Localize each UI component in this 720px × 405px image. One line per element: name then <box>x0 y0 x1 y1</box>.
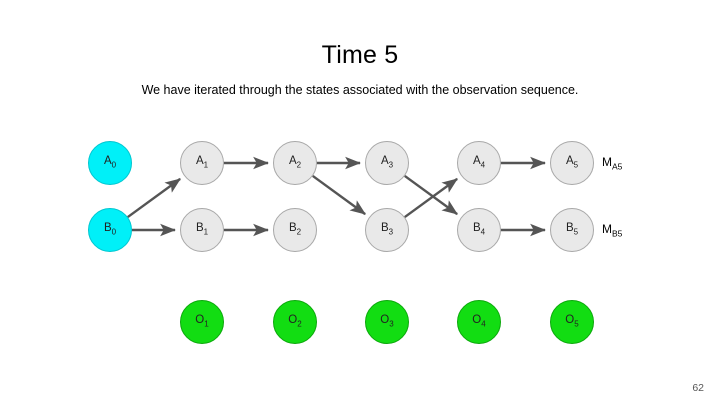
node-label-subscript: 5 <box>573 160 579 170</box>
edge-a2-to-b3 <box>312 174 366 216</box>
node-a2[interactable]: A2 <box>273 141 317 185</box>
node-label-subscript: 2 <box>296 227 302 237</box>
node-label: B5 <box>565 222 579 237</box>
node-label-base: B <box>565 222 574 235</box>
node-a1[interactable]: A1 <box>180 141 224 185</box>
node-b5[interactable]: B5 <box>550 208 594 252</box>
node-label: A5 <box>565 155 579 170</box>
row-end-label-a: MA5 <box>602 155 622 171</box>
node-label-subscript: 4 <box>480 227 486 237</box>
node-label-base: B <box>195 222 204 235</box>
node-label: O1 <box>195 314 209 329</box>
row-end-label-subscript: A5 <box>612 161 623 172</box>
node-label: A0 <box>103 155 117 170</box>
node-label-base: A <box>288 155 297 168</box>
node-label-subscript: 5 <box>574 319 579 329</box>
node-label-base: A <box>380 155 389 168</box>
node-label-subscript: 0 <box>111 160 117 170</box>
node-label-subscript: 3 <box>388 160 394 170</box>
node-label-base: B <box>380 222 389 235</box>
node-label-base: A <box>103 155 112 168</box>
node-label-subscript: 1 <box>203 227 209 237</box>
node-label-subscript: 3 <box>388 227 394 237</box>
node-label: A1 <box>195 155 209 170</box>
row-end-label-subscript: B5 <box>612 228 623 239</box>
row-end-label-b: MB5 <box>602 222 622 238</box>
node-label: B1 <box>195 222 209 237</box>
node-b4[interactable]: B4 <box>457 208 501 252</box>
node-label: B4 <box>472 222 486 237</box>
node-label-subscript: 4 <box>481 319 486 329</box>
node-label-base: O <box>380 314 390 327</box>
node-label: O4 <box>472 314 486 329</box>
node-label-base: O <box>565 314 575 327</box>
node-a3[interactable]: A3 <box>365 141 409 185</box>
edge-a3-to-b4 <box>404 174 458 216</box>
node-label-base: O <box>472 314 482 327</box>
node-label-subscript: 4 <box>480 160 486 170</box>
node-label-base: B <box>103 222 112 235</box>
node-label: B0 <box>103 222 117 237</box>
node-b3[interactable]: B3 <box>365 208 409 252</box>
node-label: B2 <box>288 222 302 237</box>
node-a4[interactable]: A4 <box>457 141 501 185</box>
node-label-base: B <box>472 222 481 235</box>
node-o2[interactable]: O2 <box>273 300 317 344</box>
page-title: Time 5 <box>321 41 399 69</box>
node-label: O2 <box>288 314 302 329</box>
node-o1[interactable]: O1 <box>180 300 224 344</box>
node-label: B3 <box>380 222 394 237</box>
node-label: A4 <box>472 155 486 170</box>
node-label-subscript: 3 <box>389 319 394 329</box>
node-label-base: A <box>565 155 574 168</box>
node-label-subscript: 0 <box>111 227 117 237</box>
node-b0[interactable]: B0 <box>88 208 132 252</box>
page-number: 62 <box>692 382 704 394</box>
row-end-label-base: M <box>602 222 612 236</box>
edge-b0-to-a1 <box>127 177 181 219</box>
node-label-subscript: 5 <box>573 227 579 237</box>
node-label-base: A <box>195 155 204 168</box>
node-label-subscript: 2 <box>297 319 302 329</box>
node-label-base: O <box>288 314 298 327</box>
node-a5[interactable]: A5 <box>550 141 594 185</box>
node-label: A2 <box>288 155 302 170</box>
node-o5[interactable]: O5 <box>550 300 594 344</box>
node-label: O5 <box>565 314 579 329</box>
node-label: O3 <box>380 314 394 329</box>
node-label-subscript: 2 <box>296 160 302 170</box>
node-label-base: O <box>195 314 205 327</box>
node-o4[interactable]: O4 <box>457 300 501 344</box>
node-b1[interactable]: B1 <box>180 208 224 252</box>
node-o3[interactable]: O3 <box>365 300 409 344</box>
node-label-base: A <box>472 155 481 168</box>
edge-b3-to-a4 <box>404 177 458 219</box>
node-label: A3 <box>380 155 394 170</box>
row-end-label-base: M <box>602 155 612 169</box>
slide-subtitle: We have iterated through the states asso… <box>141 83 579 97</box>
node-label-subscript: 1 <box>203 160 209 170</box>
node-label-base: B <box>288 222 297 235</box>
node-b2[interactable]: B2 <box>273 208 317 252</box>
node-a0[interactable]: A0 <box>88 141 132 185</box>
node-label-subscript: 1 <box>204 319 209 329</box>
